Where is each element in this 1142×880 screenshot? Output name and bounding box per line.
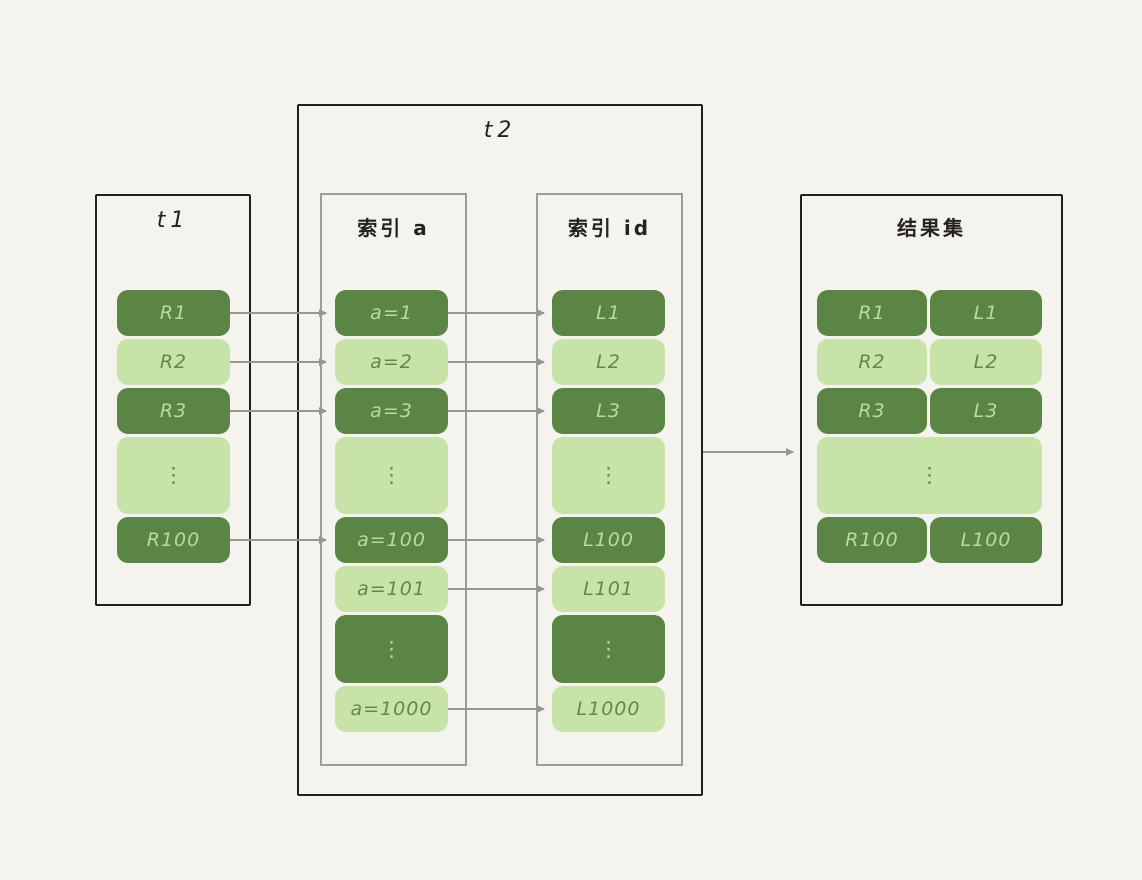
index-id-ellipsis-row: ⋮ bbox=[552, 437, 665, 514]
index-id-ellipsis-row: ⋮ bbox=[552, 615, 665, 683]
result-set-box bbox=[800, 194, 1063, 606]
index-id-row: L100 bbox=[552, 517, 665, 563]
t1-ellipsis-row: ⋮ bbox=[117, 437, 230, 514]
table-t2-box bbox=[297, 104, 703, 796]
result-row-left: R100 bbox=[817, 517, 927, 563]
index-id-row: L1000 bbox=[552, 686, 665, 732]
index-a-title: 索引 a bbox=[357, 216, 430, 240]
index-a-ellipsis-row: ⋮ bbox=[335, 437, 448, 514]
index-a-row: a=1000 bbox=[335, 686, 448, 732]
result-row-left: R2 bbox=[817, 339, 927, 385]
t1-row: R1 bbox=[117, 290, 230, 336]
table-t1-title: t1 bbox=[156, 208, 190, 233]
t1-row: R100 bbox=[117, 517, 230, 563]
result-set-title: 结果集 bbox=[897, 216, 966, 240]
t1-row: R2 bbox=[117, 339, 230, 385]
table-t2-title: t2 bbox=[483, 118, 517, 143]
index-a-row: a=3 bbox=[335, 388, 448, 434]
index-a-ellipsis-row: ⋮ bbox=[335, 615, 448, 683]
result-ellipsis-row: ⋮ bbox=[817, 437, 1042, 514]
result-row-right: L1 bbox=[930, 290, 1042, 336]
index-a-row: a=2 bbox=[335, 339, 448, 385]
index-id-row: L3 bbox=[552, 388, 665, 434]
result-row-left: R1 bbox=[817, 290, 927, 336]
index-id-title: 索引 id bbox=[567, 216, 652, 240]
index-a-row: a=100 bbox=[335, 517, 448, 563]
index-id-panel bbox=[536, 193, 683, 766]
index-id-row: L101 bbox=[552, 566, 665, 612]
result-row-right: L3 bbox=[930, 388, 1042, 434]
table-t1-box bbox=[95, 194, 251, 606]
index-a-row: a=1 bbox=[335, 290, 448, 336]
result-row-right: L100 bbox=[930, 517, 1042, 563]
index-a-panel bbox=[320, 193, 467, 766]
index-id-row: L1 bbox=[552, 290, 665, 336]
t1-row: R3 bbox=[117, 388, 230, 434]
result-row-left: R3 bbox=[817, 388, 927, 434]
result-row-right: L2 bbox=[930, 339, 1042, 385]
index-a-row: a=101 bbox=[335, 566, 448, 612]
index-id-row: L2 bbox=[552, 339, 665, 385]
